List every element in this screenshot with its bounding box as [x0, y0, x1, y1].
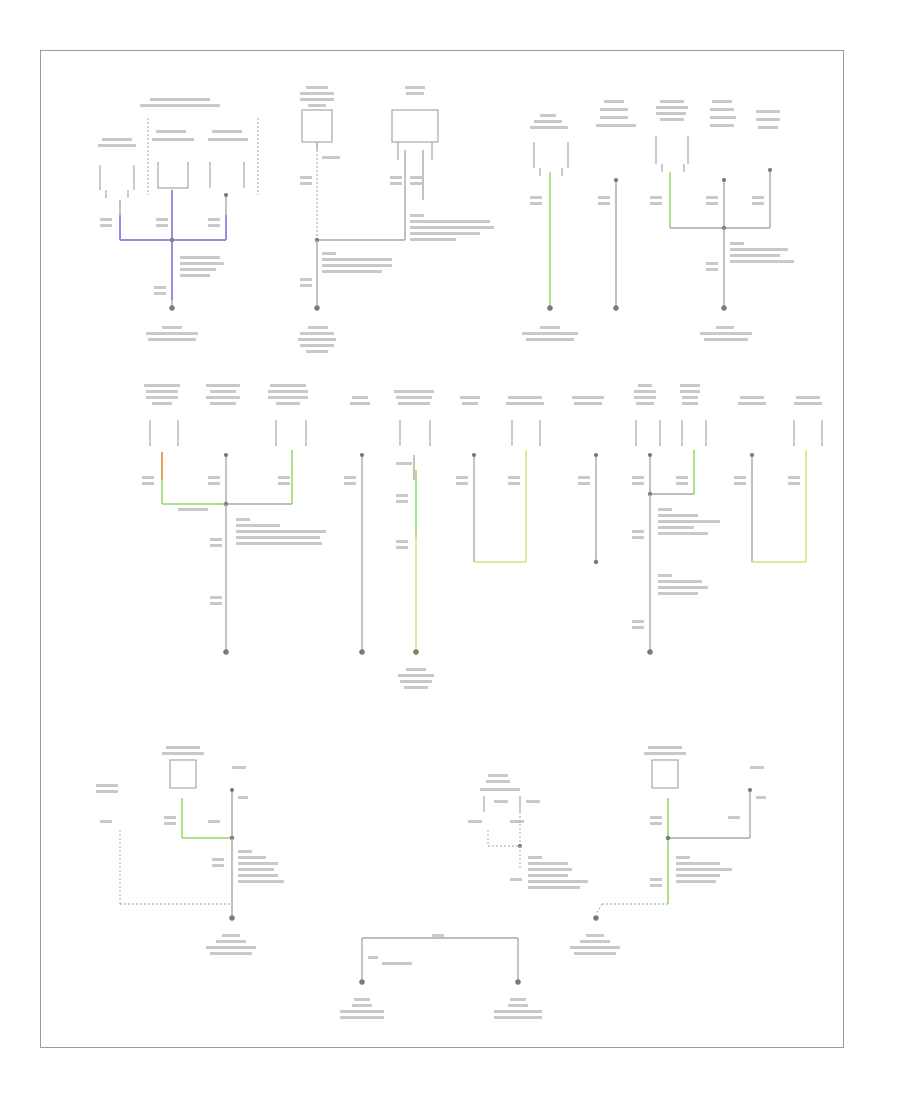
ground-point [613, 305, 619, 311]
ground-group-j [468, 746, 766, 955]
diagram-frame [40, 50, 844, 1048]
ground-point [223, 649, 229, 655]
ground-point [593, 559, 599, 565]
component-box [301, 109, 333, 143]
connector-box [99, 165, 135, 198]
label-block [140, 104, 220, 107]
ground-point [169, 305, 175, 311]
ground-point [359, 979, 365, 985]
ground-group-d [596, 100, 794, 341]
ground-group-f [344, 390, 434, 689]
ground-point [515, 979, 521, 985]
ground-group-a [98, 98, 259, 341]
connector-box [209, 162, 245, 188]
ground-point [229, 915, 235, 921]
ground-group-k [340, 934, 542, 1019]
ground-point [647, 649, 653, 655]
ground-group-b [298, 86, 494, 353]
ground-point [359, 649, 365, 655]
ground-point [547, 305, 553, 311]
ground-group-h [632, 384, 823, 655]
ground-group-e [142, 384, 326, 655]
ground-group-c [522, 114, 578, 341]
ground-point [314, 305, 320, 311]
connector-box [157, 162, 189, 189]
ground-point [593, 915, 599, 921]
ground-point [413, 649, 419, 655]
component-box [391, 109, 439, 143]
ground-group-i [96, 746, 284, 955]
ground-group-g [456, 396, 604, 565]
label-block [150, 98, 210, 101]
ground-point [721, 305, 727, 311]
